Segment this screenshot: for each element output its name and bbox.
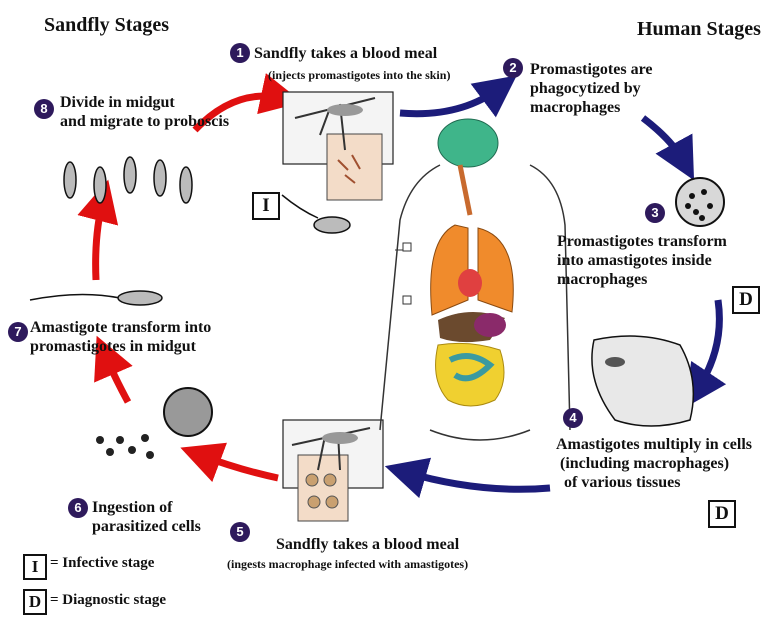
step-3-line: Promastigotes transform — [557, 232, 727, 251]
sandfly-bite-panel-bottom — [283, 420, 383, 521]
step-1-badge: 1 — [230, 43, 250, 63]
step-5-sublabel: (ingests macrophage infected with amasti… — [227, 557, 468, 572]
step-6-badge: 6 — [68, 498, 88, 518]
stomach — [474, 313, 506, 337]
brain — [438, 119, 498, 167]
step-7-line: promastigotes in midgut — [30, 337, 211, 356]
arrow-6-to-7 — [105, 355, 128, 402]
step-5-badge: 5 — [230, 522, 250, 542]
step-2-label: Promastigotes are phagocytized by macrop… — [530, 60, 652, 117]
heart — [458, 269, 482, 297]
step-1-label: Sandfly takes a blood meal — [254, 44, 437, 63]
arrow-1-to-2 — [400, 88, 500, 114]
step-6-line: parasitized cells — [92, 517, 201, 536]
step-3-badge: 3 — [645, 203, 665, 223]
step-2-line: Promastigotes are — [530, 60, 652, 79]
legend-diagnostic-label: = Diagnostic stage — [50, 592, 166, 609]
step-2-line: phagocytized by — [530, 79, 652, 98]
step-6-label: Ingestion of parasitized cells — [92, 498, 201, 536]
step-8-badge: 8 — [34, 99, 54, 119]
step-7-line: Amastigote transform into — [30, 318, 211, 337]
diagnostic-marker: D — [732, 286, 760, 314]
legend-infective-label: = Infective stage — [50, 555, 154, 572]
step-8-label: Divide in midgut and migrate to probosci… — [60, 93, 229, 131]
arrow-7-to-8 — [96, 200, 103, 280]
human-body — [380, 119, 570, 440]
step-4-label: Amastigotes multiply in cells (including… — [556, 435, 752, 492]
step-8-line: Divide in midgut — [60, 93, 229, 112]
step-4-line: Amastigotes multiply in cells — [556, 435, 752, 454]
step-8-line: and migrate to proboscis — [60, 112, 229, 131]
step-4-badge: 4 — [563, 408, 583, 428]
step-4-line: (including macrophages) — [556, 454, 752, 473]
arrow-4-to-5 — [405, 472, 550, 489]
infected-tissue-cell — [592, 336, 693, 426]
step-2-badge: 2 — [503, 58, 523, 78]
legend-infective-symbol: I — [23, 554, 47, 580]
ingested-cells — [96, 388, 212, 459]
step-4-line: of various tissues — [556, 473, 752, 492]
step-5-label: Sandfly takes a blood meal — [276, 535, 459, 554]
step-3-line: macrophages — [557, 270, 727, 289]
step-7-label: Amastigote transform into promastigotes … — [30, 318, 211, 356]
arrow-2-to-3 — [643, 118, 684, 162]
step-7-badge: 7 — [8, 322, 28, 342]
promastigotes — [30, 157, 350, 305]
step-1-sublabel: (injects promastigotes into the skin) — [268, 68, 450, 83]
sandfly-bite-panel-top — [283, 92, 393, 200]
arrow-3-to-4 — [697, 300, 719, 390]
step-3-label: Promastigotes transform into amastigotes… — [557, 232, 727, 289]
macrophage-cell — [676, 178, 724, 226]
intestines — [436, 343, 504, 406]
sandfly-stages-header: Sandfly Stages — [44, 14, 169, 37]
human-stages-header: Human Stages — [637, 18, 761, 41]
arrow-5-to-6 — [200, 455, 278, 478]
diagnostic-marker: D — [708, 500, 736, 528]
step-6-line: Ingestion of — [92, 498, 201, 517]
infective-marker: I — [252, 192, 280, 220]
legend-diagnostic-symbol: D — [23, 589, 47, 615]
lung-left — [431, 225, 468, 315]
step-2-line: macrophages — [530, 98, 652, 117]
lung-right — [478, 228, 513, 312]
step-3-line: into amastigotes inside — [557, 251, 727, 270]
